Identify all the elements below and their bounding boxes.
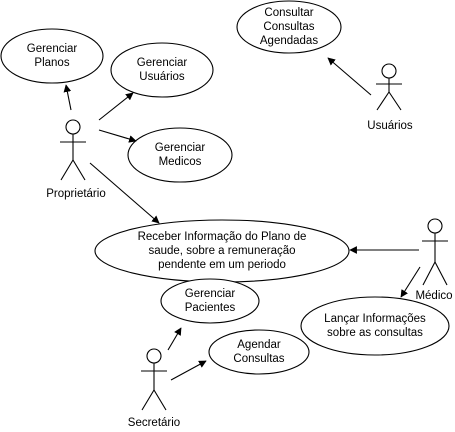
actor-label: Proprietário [46,188,105,200]
arrow-secretario-agendar-consultas [170,360,207,381]
arrow-proprietario-gerenciar-planos [63,84,72,111]
actor-label: Usuários [367,120,413,132]
actor-usuarios[interactable]: Usuários [367,63,413,132]
stick-figure-icon [60,119,86,181]
arrow-usuarios-consultar-consultas [327,57,372,96]
arrow-secretario-gerenciar-pacientes [167,327,182,351]
use-case-label: Gerenciar [155,142,206,154]
actor-proprietario[interactable]: Proprietário [46,119,106,200]
arrow-proprietario-gerenciar-usuarios [98,92,134,121]
use-case-label: sobre as consultas [327,327,423,339]
use-case-lancar-informacoes[interactable]: Lançar Informações sobre as consultas [300,296,450,356]
actor-medico[interactable]: Médico [415,218,453,302]
use-case-label: Usuários [139,71,185,83]
use-case-label: Gerenciar [137,57,188,69]
use-case-label: Pacientes [185,302,236,314]
use-case-label: saude, sobre a remuneração [148,245,295,257]
actor-secretario[interactable]: Secretário [128,348,180,429]
stick-figure-icon [422,218,448,286]
use-case-agendar-consultas[interactable]: Agendar Consultas [208,329,310,375]
use-case-label: Consultas [263,21,314,33]
use-case-gerenciar-medicos[interactable]: Gerenciar Medicos [127,127,233,183]
use-case-gerenciar-planos[interactable]: Gerenciar Planos [0,28,104,84]
use-case-consultar-consultas-agendadas[interactable]: Consultar Consultas Agendadas [236,0,342,54]
use-case-label: Gerenciar [185,288,236,300]
use-case-label: Agendar [237,339,281,351]
use-case-label: Consultas [233,353,284,365]
use-case-gerenciar-usuarios[interactable]: Gerenciar Usuários [110,42,214,98]
use-case-label: Planos [34,57,69,69]
actor-label: Secretário [128,417,180,429]
use-case-label: Gerenciar [27,43,78,55]
use-case-label: Consultar [264,7,313,19]
use-case-gerenciar-pacientes[interactable]: Gerenciar Pacientes [160,278,260,324]
use-case-label: Medicos [159,156,202,168]
use-case-label: pendente em um periodo [158,259,286,271]
actor-label: Médico [415,290,452,302]
arrow-medico-lancar-informacoes [400,266,421,298]
use-case-label: Lançar Informações [324,313,426,325]
arrow-proprietario-receber-informacao [89,162,160,224]
arrow-proprietario-gerenciar-medicos [98,129,137,143]
use-case-receber-informacao[interactable]: Receber Informação do Plano de saude, so… [94,219,350,283]
use-case-label: Agendadas [260,35,318,47]
use-case-label: Receber Informação do Plano de [138,231,307,243]
stick-figure-icon [141,348,167,411]
stick-figure-icon [376,63,402,111]
